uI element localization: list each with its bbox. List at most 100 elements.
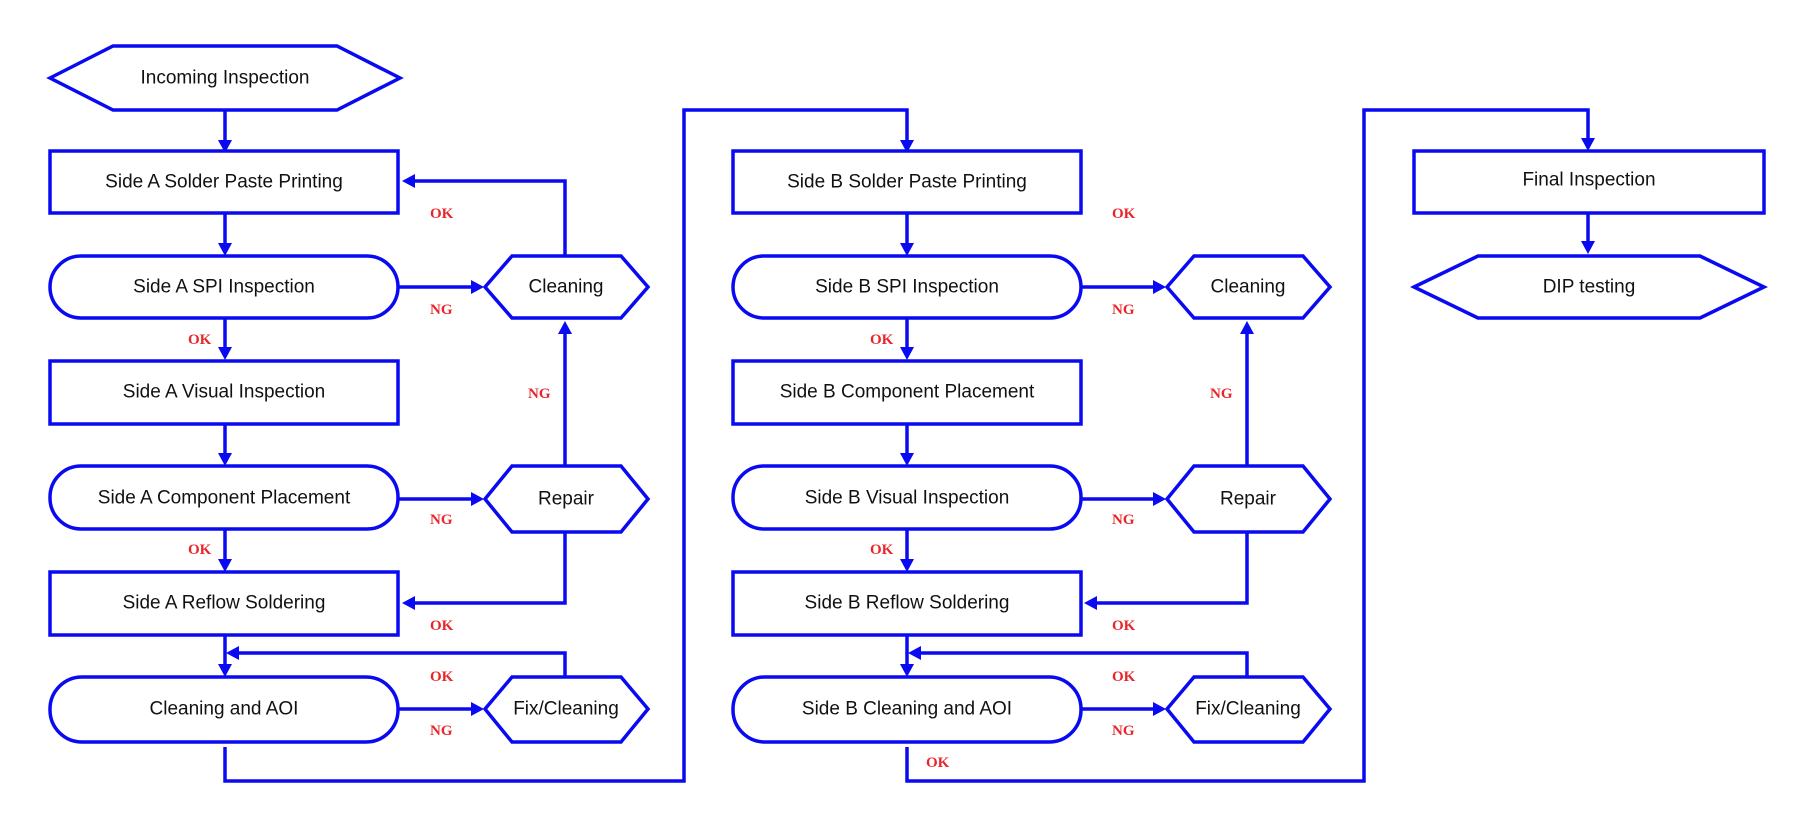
- ok-label: OK: [430, 206, 454, 222]
- arrowhead-down: [218, 664, 232, 677]
- process-box: [48, 149, 400, 215]
- node-label: Side B Solder Paste Printing: [787, 172, 1027, 193]
- node-label: Repair: [1220, 489, 1277, 510]
- ok-label: OK: [1112, 618, 1136, 634]
- node-b-component-placement: Side B Component Placement: [731, 359, 1083, 426]
- process-box: [731, 359, 1083, 426]
- arrowhead-right: [1153, 492, 1166, 506]
- node-a-reflow-soldering: Side A Reflow Soldering: [48, 570, 400, 637]
- node-b-cleaning: Cleaning: [1164, 254, 1333, 320]
- arrowhead-down: [218, 559, 232, 572]
- ok-label: OK: [926, 755, 950, 771]
- arrowhead-right: [1153, 280, 1166, 294]
- node-a-component-placement: Side A Component Placement: [48, 464, 400, 531]
- ok-label: OK: [1112, 206, 1136, 222]
- ng-label: NG: [528, 386, 551, 402]
- arrowhead-up: [1240, 321, 1254, 334]
- node-a-cleaning: Cleaning: [482, 254, 651, 320]
- node-a-repair: Repair: [482, 464, 651, 534]
- node-a-solder-paste-printing: Side A Solder Paste Printing: [48, 149, 400, 215]
- edge-b-repair-to-b-reflow: [1096, 532, 1249, 605]
- arrowhead-down: [1581, 138, 1595, 151]
- edge-cleaning-to-a-paste: [414, 179, 567, 256]
- node-a-cleaning-and-aoi: Cleaning and AOI: [48, 675, 400, 744]
- arrowhead-down: [218, 453, 232, 466]
- node-label: Side A Visual Inspection: [123, 382, 325, 403]
- node-a-fix-cleaning: Fix/Cleaning: [482, 675, 651, 744]
- arrowhead-up: [558, 321, 572, 334]
- arrowhead-right: [471, 702, 484, 716]
- node-b-repair: Repair: [1164, 464, 1333, 534]
- arrowhead-down: [900, 140, 914, 153]
- arrowhead-down: [900, 559, 914, 572]
- node-label: DIP testing: [1543, 277, 1636, 298]
- decision-pill: [731, 464, 1083, 531]
- edge-fix-to-aoi-input: [238, 651, 567, 676]
- arrowhead-left: [908, 646, 921, 660]
- decision-pill: [731, 675, 1083, 744]
- hexagon-shape: [482, 254, 651, 320]
- node-b-spi-inspection: Side B SPI Inspection: [731, 254, 1083, 320]
- hexagon-shape: [1164, 464, 1333, 534]
- node-label: Side B Cleaning and AOI: [802, 699, 1012, 720]
- ok-label: OK: [870, 542, 894, 558]
- arrowhead-down: [218, 347, 232, 360]
- arrowhead-down: [218, 140, 232, 153]
- process-box: [731, 570, 1083, 637]
- node-final-inspection: Final Inspection: [1412, 149, 1766, 215]
- node-a-spi-inspection: Side A SPI Inspection: [48, 254, 400, 320]
- node-label: Cleaning: [1211, 277, 1286, 298]
- ok-label: OK: [1112, 669, 1136, 685]
- arrowhead-down: [900, 243, 914, 256]
- hexagon-shape: [482, 675, 651, 744]
- node-incoming-inspection: Incoming Inspection: [46, 44, 404, 112]
- node-label: Side B Component Placement: [780, 382, 1035, 403]
- edge-a-to-b-transfer: [223, 108, 909, 783]
- node-a-visual-inspection: Side A Visual Inspection: [48, 359, 400, 426]
- arrowhead-right: [1153, 702, 1166, 716]
- arrowhead-down: [900, 347, 914, 360]
- decision-pill: [731, 254, 1083, 320]
- decision-pill: [48, 675, 400, 744]
- node-label: Fix/Cleaning: [513, 699, 619, 720]
- ng-label: NG: [1112, 302, 1135, 318]
- node-b-visual-inspection: Side B Visual Inspection: [731, 464, 1083, 531]
- ok-label: OK: [430, 618, 454, 634]
- process-box: [731, 149, 1083, 215]
- decision-pill: [48, 254, 400, 320]
- hexagon-shape: [1164, 675, 1333, 744]
- arrowhead-right: [471, 280, 484, 294]
- node-dip-testing: DIP testing: [1409, 254, 1769, 320]
- process-box: [48, 359, 400, 426]
- edge-b-to-final-transfer: [905, 108, 1590, 783]
- ng-label: NG: [1210, 386, 1233, 402]
- hexagon-shape: [1164, 254, 1333, 320]
- node-b-cleaning-and-aoi: Side B Cleaning and AOI: [731, 675, 1083, 744]
- hexagon-shape: [482, 464, 651, 534]
- arrowhead-right: [471, 492, 484, 506]
- ok-label: OK: [430, 669, 454, 685]
- node-label: Repair: [538, 489, 595, 510]
- connector-lines: [223, 108, 1590, 783]
- arrowhead-left: [402, 596, 415, 610]
- hexagon-shape: [1409, 254, 1769, 320]
- ng-label: NG: [430, 302, 453, 318]
- arrowhead-down: [900, 453, 914, 466]
- edge-labels: OK NG OK NG NG OK OK OK NG OK NG OK NG N…: [188, 206, 1233, 771]
- ok-label: OK: [188, 332, 212, 348]
- node-b-solder-paste-printing: Side B Solder Paste Printing: [731, 149, 1083, 215]
- node-label: Side A Component Placement: [98, 488, 351, 509]
- arrowhead-left: [402, 174, 415, 188]
- node-label: Cleaning and AOI: [150, 699, 299, 720]
- arrowhead-down: [900, 664, 914, 677]
- hexagon-shape: [46, 44, 404, 112]
- ng-label: NG: [430, 512, 453, 528]
- ok-label: OK: [870, 332, 894, 348]
- decision-pill: [48, 464, 400, 531]
- ng-label: NG: [1112, 723, 1135, 739]
- process-box: [48, 570, 400, 637]
- process-box: [1412, 149, 1766, 215]
- ok-label: OK: [188, 542, 212, 558]
- arrowhead-down: [218, 243, 232, 256]
